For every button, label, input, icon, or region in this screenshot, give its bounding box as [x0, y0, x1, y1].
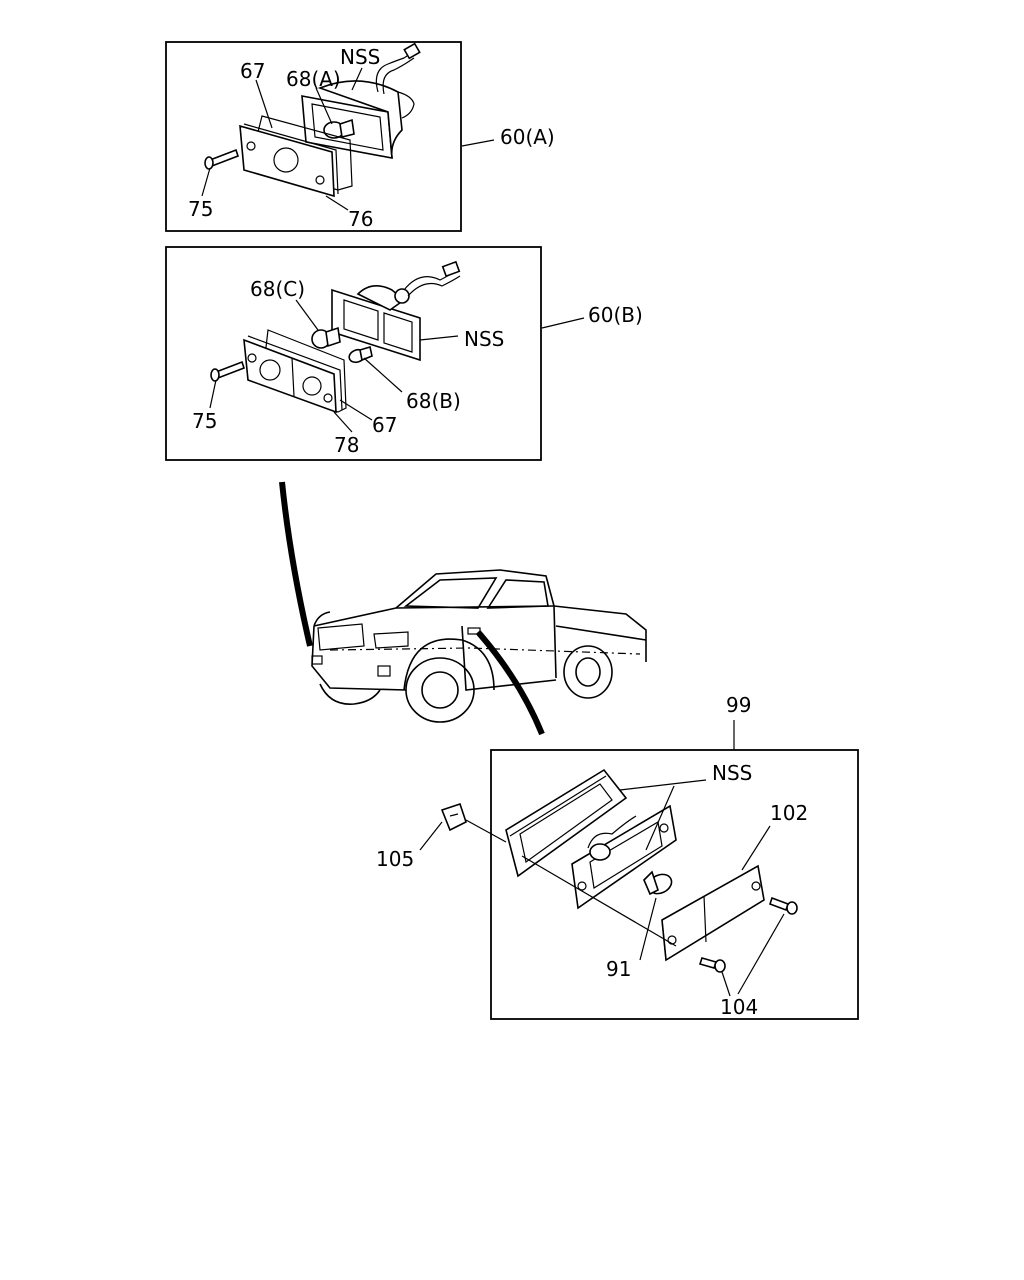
callout-68a: 68(A): [286, 67, 341, 91]
callout-nss-c: NSS: [712, 761, 752, 785]
callout-75-a: 75: [188, 197, 213, 221]
callout-91: 91: [606, 957, 631, 981]
pickup-truck-illustration: [279, 481, 647, 736]
callout-67-b: 67: [372, 413, 397, 437]
callout-78: 78: [334, 433, 359, 457]
callout-76: 76: [348, 207, 373, 231]
pointer-to-side-lamp: [475, 630, 545, 736]
callout-105: 105: [376, 847, 414, 871]
lamp-assembly-60b: [165, 246, 585, 461]
callout-nss-b: NSS: [464, 327, 504, 351]
detail-box-60b: [165, 246, 542, 461]
callout-67-a: 67: [240, 59, 265, 83]
callout-68b: 68(B): [406, 389, 461, 413]
callout-68c: 68(C): [250, 277, 305, 301]
callout-102: 102: [770, 801, 808, 825]
callout-75-b: 75: [192, 409, 217, 433]
callout-60b: 60(B): [588, 303, 643, 327]
pointer-to-front-lamp: [279, 481, 313, 647]
callout-nss-a: NSS: [340, 45, 380, 69]
callout-60a: 60(A): [500, 125, 555, 149]
lamp-assembly-99: [419, 720, 859, 1020]
detail-box-60a: [165, 41, 462, 232]
callout-99: 99: [726, 693, 751, 717]
lamp-assembly-60a: [165, 41, 495, 232]
callout-104: 104: [720, 995, 758, 1019]
detail-box-99: [490, 749, 859, 1020]
